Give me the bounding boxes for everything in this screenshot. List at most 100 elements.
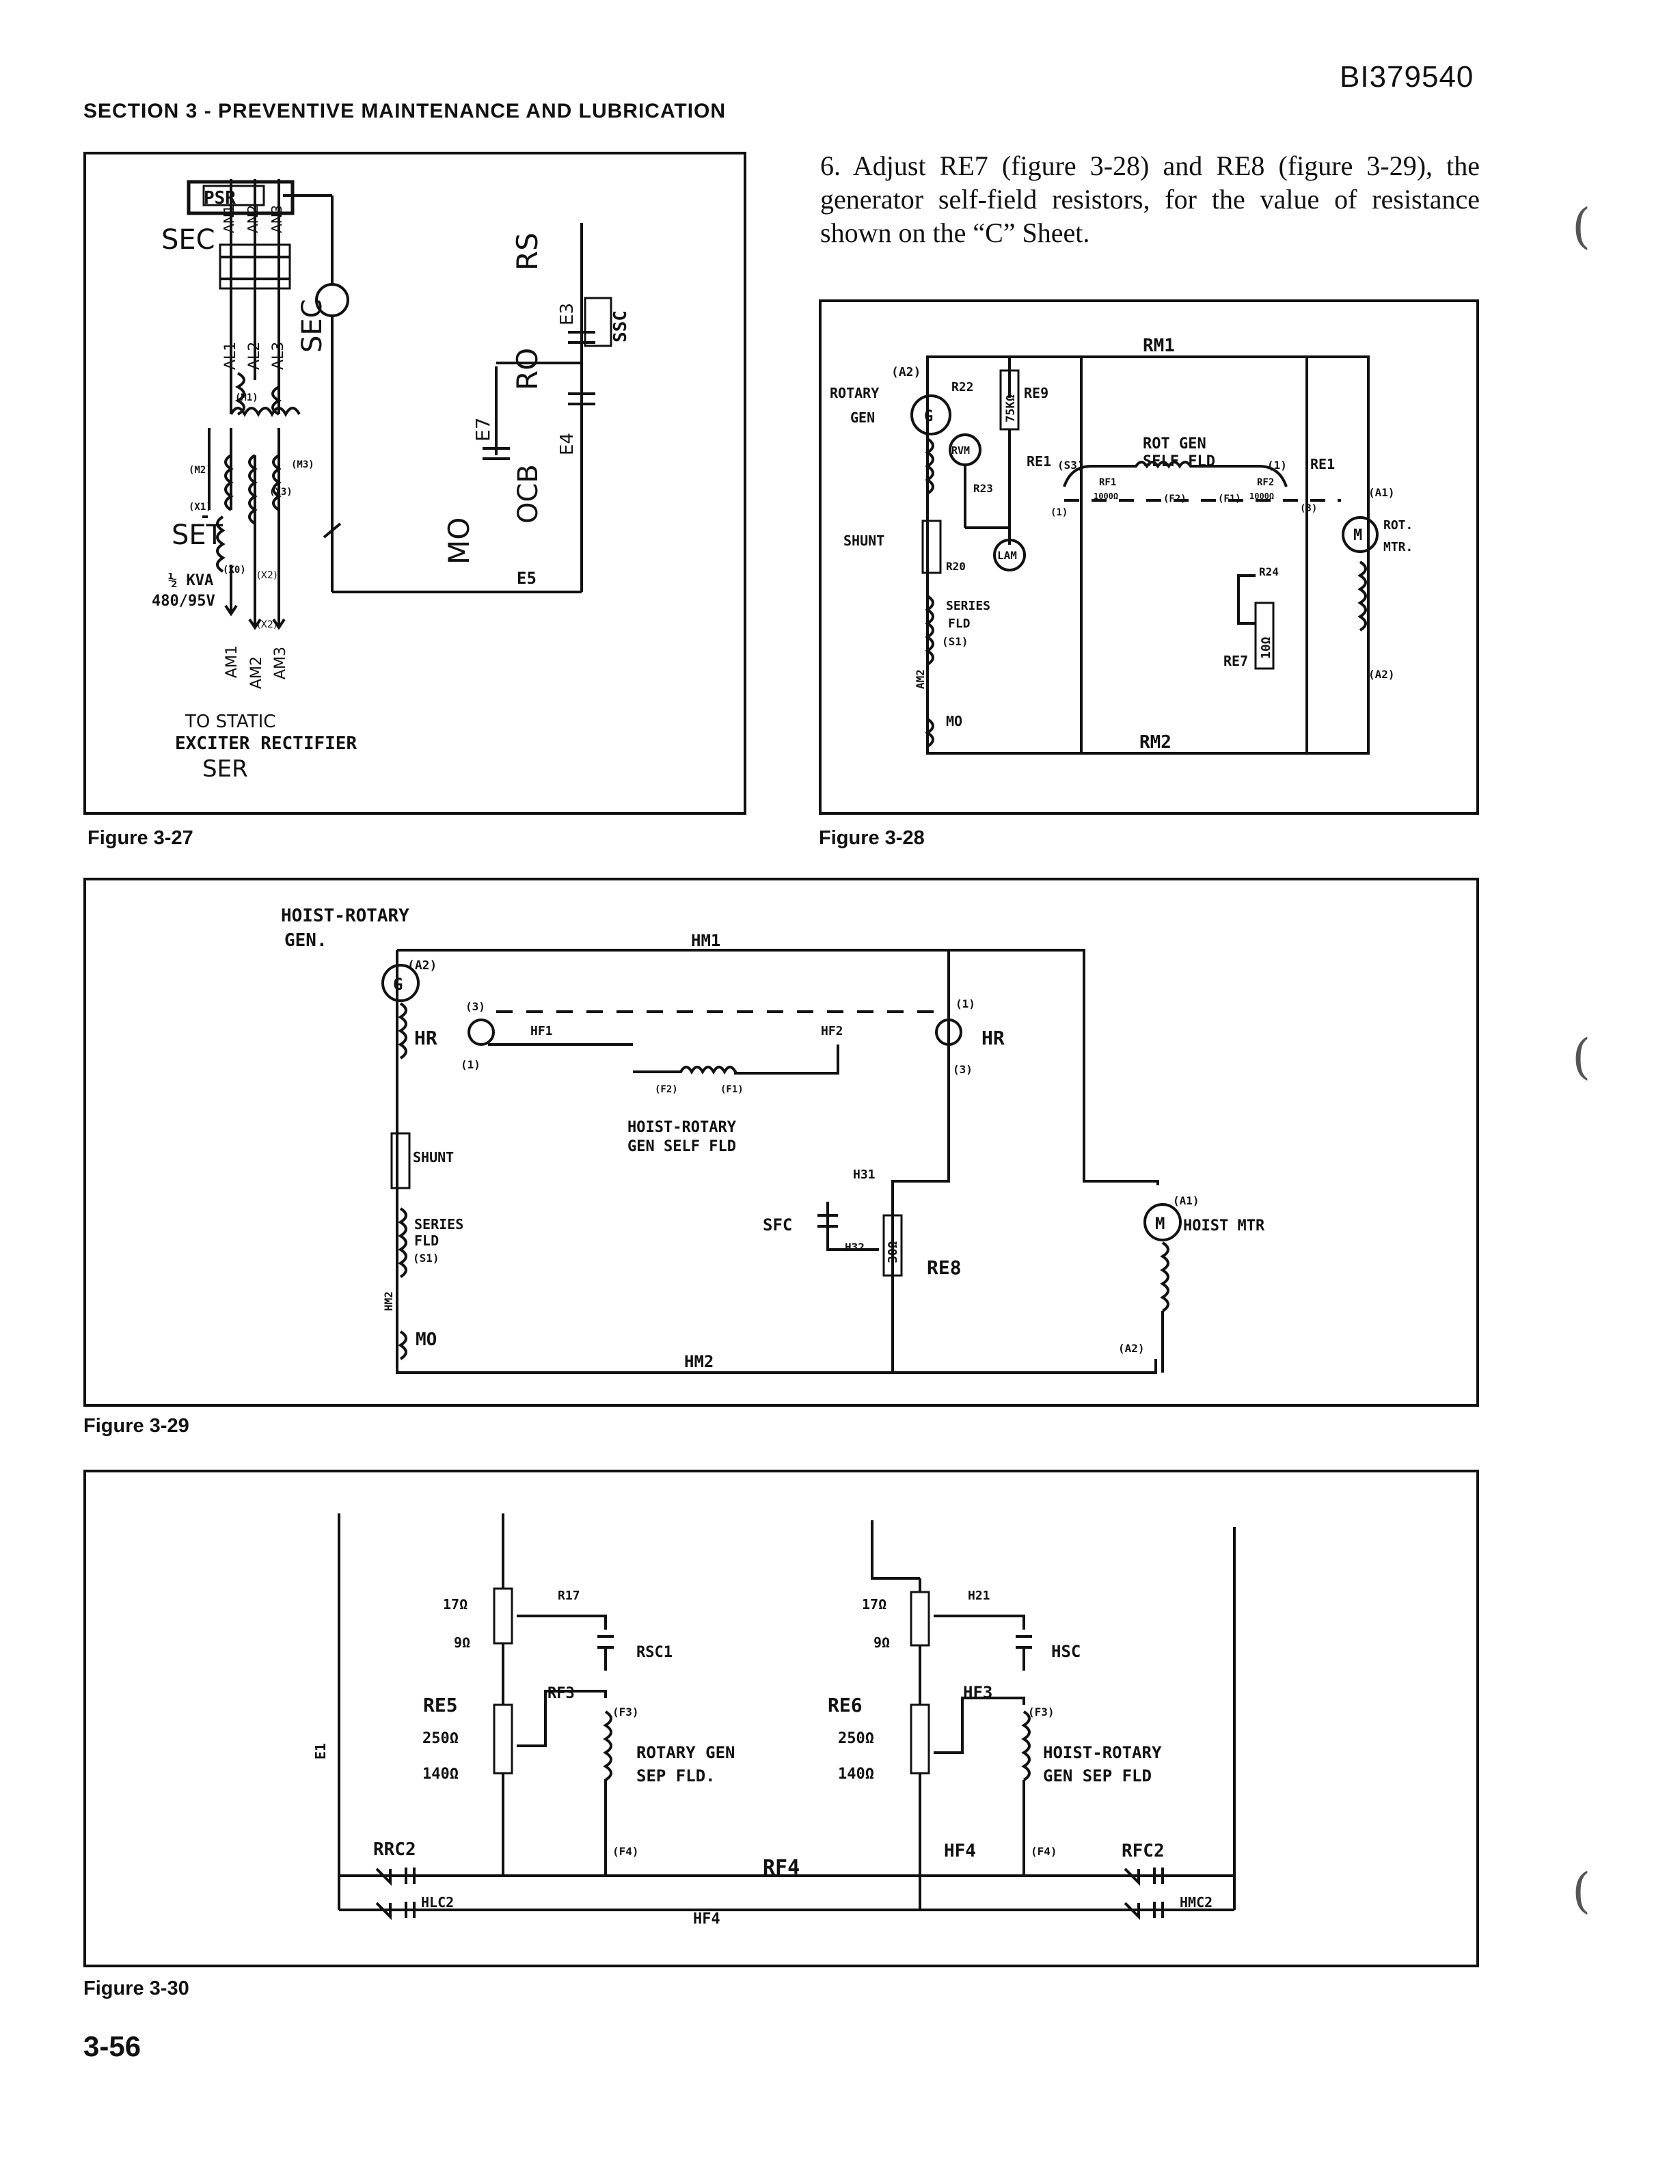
label-am1: AM1	[223, 645, 241, 678]
label-g: G	[393, 975, 403, 994]
label-rot-gen: ROT GEN	[1143, 435, 1206, 453]
label-a2: (A2)	[891, 365, 921, 379]
label-rsc1: RSC1	[636, 1644, 673, 1661]
label-f3a: (F3)	[612, 1706, 639, 1718]
label-f2: (F2)	[1163, 494, 1187, 504]
caption-3-28: Figure 3-28	[819, 827, 925, 849]
schematic-3-27	[187, 179, 612, 630]
figure-3-29: HOIST-ROTARY GEN. HM1 HM2 (A2) G (3) (1)…	[83, 878, 1479, 1407]
label-hf4: HF4	[944, 1841, 976, 1861]
label-ohm17a: 17Ω	[443, 1596, 468, 1613]
label-ssc: SSC	[610, 310, 631, 342]
figure-3-27: PSR AN1 AN2 AN3 SEC AL1 AL2 AL3 (M1) (M2…	[83, 152, 746, 815]
label-mtr: MTR.	[1383, 540, 1413, 554]
label-sec: SEC	[161, 224, 215, 256]
label-m: M	[1155, 1214, 1165, 1233]
label-one-l: (1)	[461, 1058, 480, 1071]
label-re6: RE6	[828, 1694, 863, 1716]
label-r20: R20	[946, 560, 966, 573]
margin-mark: (	[1572, 1863, 1591, 1919]
schematic-3-28	[910, 355, 1379, 755]
label-e4: E4	[557, 433, 578, 455]
label-re5: RE5	[423, 1694, 458, 1716]
label-mo: MO	[946, 713, 962, 729]
label-one-r: (1)	[956, 997, 975, 1010]
label-rm2: RM2	[1139, 732, 1171, 753]
label-to-static: TO STATIC	[185, 712, 275, 732]
label-fld: FLD	[414, 1232, 439, 1249]
labels-3-28: RM1 RM2 (A2) ROTARY GEN G R22 75KΩ RE9 R…	[830, 336, 1413, 753]
label-mo: MO	[442, 517, 476, 565]
label-self-fld: SELF FLD	[1143, 453, 1215, 470]
label-hm2: HM2	[684, 1352, 714, 1371]
label-a2-mtr: (A2)	[1368, 668, 1395, 681]
label-rvm: RVM	[951, 444, 970, 457]
label-hm2v: HM2	[382, 1291, 395, 1311]
figure-3-28: RM1 RM2 (A2) ROTARY GEN G R22 75KΩ RE9 R…	[819, 299, 1479, 815]
caption-3-29: Figure 3-29	[83, 1415, 189, 1437]
label-lam: LAM	[997, 549, 1017, 562]
label-self-fld2: GEN SELF FLD	[627, 1138, 736, 1155]
label-ohm140b: 140Ω	[838, 1766, 874, 1783]
label-r75: 75KΩ	[1004, 394, 1018, 422]
caption-3-30: Figure 3-30	[83, 1978, 189, 1999]
label-f2: (F2)	[655, 1084, 678, 1095]
label-ohm250a: 250Ω	[422, 1730, 459, 1747]
label-re1-right: RE1	[1310, 456, 1335, 472]
label-r30: 30Ω	[886, 1241, 900, 1263]
instruction-paragraph: 6. Adjust RE7 (figure 3-28) and RE8 (fig…	[820, 150, 1480, 248]
label-f1: (F1)	[720, 1084, 744, 1095]
label-hf4-bus: HF4	[693, 1911, 720, 1928]
schematic-3-30	[338, 1513, 1236, 1920]
label-hlc2: HLC2	[421, 1894, 454, 1911]
label-one-left: (1)	[1051, 507, 1068, 518]
label-a2: (A2)	[407, 958, 437, 973]
label-s3: (S3)	[1057, 459, 1084, 472]
label-rf1: RF1	[1099, 477, 1116, 488]
label-h32: H32	[845, 1241, 865, 1254]
label-al1: AL1	[222, 342, 239, 370]
document-id: BI379540	[1340, 60, 1474, 94]
label-hmc2: HMC2	[1180, 1894, 1212, 1911]
label-rm1: RM1	[1143, 336, 1175, 356]
label-ohm1000b: 1000Ω	[1249, 491, 1274, 501]
label-ohm140a: 140Ω	[422, 1766, 459, 1783]
labels-3-30: R17 H21 17Ω 9Ω 17Ω 9Ω RSC1 HSC RE5 RE6 R…	[312, 1589, 1212, 1928]
label-am3: AM3	[272, 647, 289, 679]
label-an3: AN3	[269, 205, 285, 233]
label-rotary: ROTARY	[830, 385, 879, 401]
label-ohm250b: 250Ω	[838, 1730, 874, 1747]
label-e7: E7	[472, 417, 494, 442]
page-number: 3-56	[83, 2030, 141, 2062]
label-x2: (X2)	[257, 570, 277, 581]
label-rgs1: ROTARY GEN	[636, 1743, 735, 1762]
label-self-fld1: HOIST-ROTARY	[627, 1119, 737, 1136]
label-ocb: OCB	[513, 464, 544, 524]
label-m: M	[1353, 527, 1362, 544]
label-rfc2: RFC2	[1122, 1841, 1165, 1861]
label-a1: (A1)	[1368, 486, 1395, 499]
label-hr-right: HR	[981, 1027, 1005, 1049]
label-m2: (M2)	[189, 465, 212, 476]
label-f4b: (F4)	[1031, 1845, 1057, 1858]
label-am2: AM2	[248, 656, 265, 689]
label-h31: H31	[853, 1168, 876, 1182]
label-x3: (X3)	[269, 487, 293, 498]
label-f3b: (F3)	[1028, 1706, 1055, 1718]
label-sfc: SFC	[763, 1215, 792, 1235]
label-f4a: (F4)	[612, 1845, 639, 1858]
label-x2: (X2)	[257, 619, 277, 630]
label-s1: (S1)	[413, 1252, 439, 1265]
label-kva: ½ KVA	[168, 572, 213, 589]
label-a1: (A1)	[1173, 1194, 1200, 1207]
label-rs: RS	[511, 232, 544, 271]
label-set: SET	[172, 520, 223, 551]
label-exciter: EXCITER RECTIFIER	[175, 733, 357, 754]
label-f1: (F1)	[1218, 494, 1241, 504]
label-three-r: (3)	[953, 1063, 973, 1076]
label-shunt: SHUNT	[843, 532, 884, 549]
label-e5: E5	[517, 569, 537, 588]
label-volts: 480/95V	[152, 593, 215, 610]
label-ohm9b: 9Ω	[873, 1634, 890, 1651]
label-rf3: RF3	[547, 1685, 575, 1702]
